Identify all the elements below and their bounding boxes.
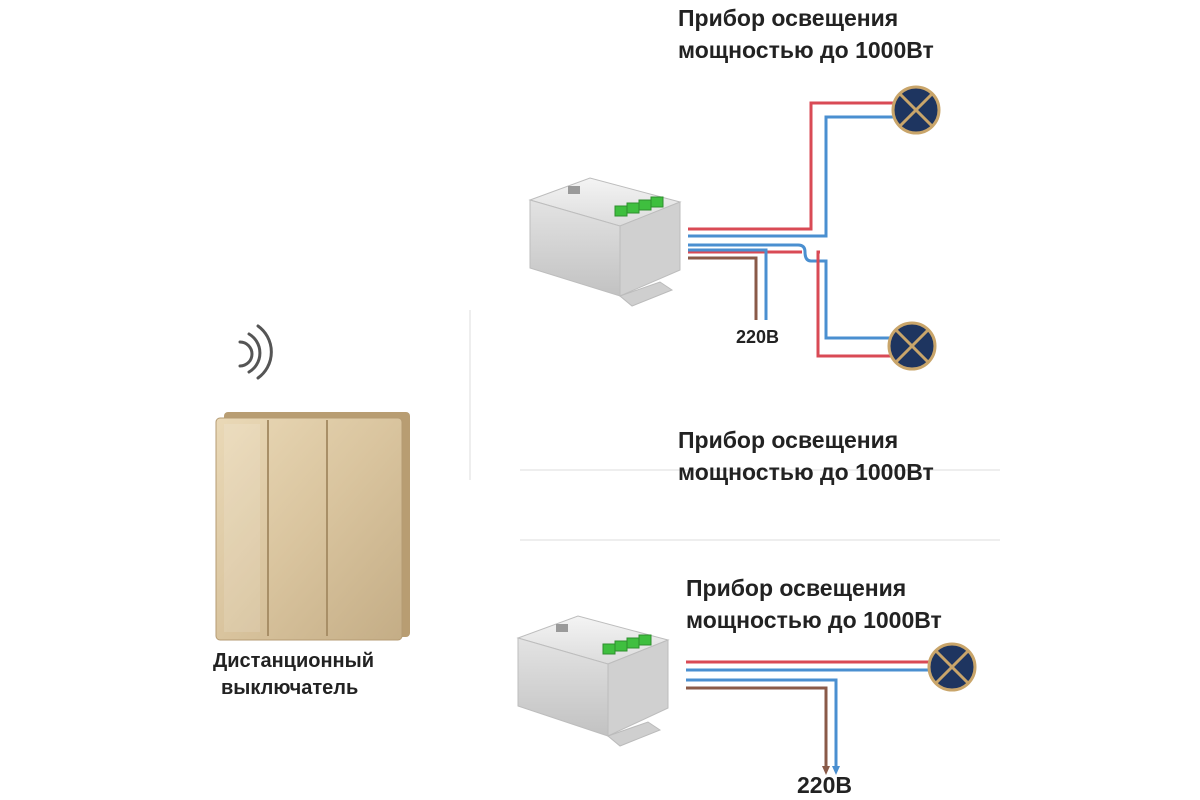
lamp-label-bottom-line1: Прибор освещения xyxy=(686,575,907,601)
voltage-label-top: 220В xyxy=(736,327,780,347)
relay-terminals xyxy=(614,196,664,217)
lamp-label-middle: Прибор освещения мощностью до 1000Вт xyxy=(678,424,934,488)
lamp-label-middle-line1: Прибор освещения xyxy=(678,427,899,453)
switch-label-line2: выключатель xyxy=(221,677,359,699)
relay-terminals xyxy=(602,634,652,655)
lamp-label-middle-line2: мощностью до 1000Вт xyxy=(678,459,934,485)
bottom-circuit-wires xyxy=(686,660,932,768)
lamp-label-bottom-line2: мощностью до 1000Вт xyxy=(686,607,942,633)
relay-module-bottom xyxy=(516,615,670,747)
lamp-cross-icon xyxy=(887,321,937,371)
lamp-cross-icon xyxy=(891,85,941,135)
remote-switch xyxy=(215,412,410,641)
lamp-label-top-line1: Прибор освещения xyxy=(678,5,899,31)
switch-label: Дистанционный выключатель xyxy=(213,648,374,702)
lamp-label-bottom: Прибор освещения мощностью до 1000Вт xyxy=(686,572,942,636)
wifi-signal-icon xyxy=(238,324,273,380)
voltage-label-bottom: 220В xyxy=(797,772,852,798)
switch-label-line1: Дистанционный xyxy=(213,650,375,672)
lamp-label-top: Прибор освещения мощностью до 1000Вт xyxy=(678,2,934,66)
lamp-cross-icon xyxy=(927,642,977,692)
lamp-label-top-line2: мощностью до 1000Вт xyxy=(678,37,934,63)
top-circuit-wires xyxy=(688,101,895,358)
relay-module-top xyxy=(528,177,682,307)
